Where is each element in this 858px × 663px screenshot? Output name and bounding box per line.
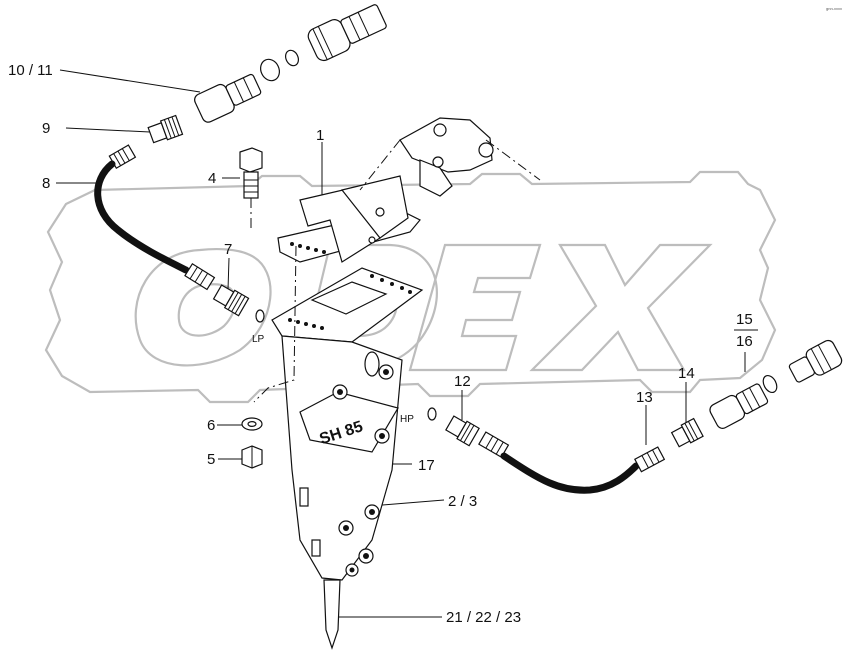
callout-10-11: 10 / 11: [8, 62, 53, 79]
fitting-12: [445, 415, 480, 447]
callout-8: 8: [42, 175, 50, 192]
chisel-tool: [323, 579, 341, 650]
fitting-14: [670, 417, 704, 448]
callout-labels: 10 / 11 9 8 4 1 7 6 5 12 13 14 15 16 17 …: [8, 62, 756, 626]
callout-14: 14: [678, 365, 695, 382]
washer-6: [241, 417, 263, 431]
nut-5: [241, 445, 263, 469]
quick-hitch: [359, 117, 541, 197]
fitting-7: [212, 284, 250, 317]
hp-port-label: HP: [400, 414, 414, 425]
lp-port-label: LP: [252, 334, 265, 345]
callout-17: 17: [418, 457, 435, 474]
callout-2-3: 2 / 3: [448, 493, 477, 510]
callout-13: 13: [636, 389, 653, 406]
callout-15: 15: [736, 311, 753, 328]
bracket-1: [277, 175, 421, 263]
fitting-9: [147, 114, 184, 144]
coupling-15-16: [709, 339, 843, 429]
callout-16: 16: [736, 333, 753, 350]
lp-o-ring: [255, 309, 265, 323]
corner-mark: gnn-xxxx: [826, 6, 842, 11]
callout-7: 7: [224, 241, 232, 258]
hose-8: [94, 144, 216, 291]
watermark: [44, 170, 777, 404]
callout-9: 9: [42, 120, 50, 137]
callout-5: 5: [207, 451, 215, 468]
callout-21-22-23: 21 / 22 / 23: [446, 609, 521, 626]
hp-o-ring: [427, 407, 437, 421]
breaker-body: SH 85: [253, 245, 424, 581]
callout-1: 1: [316, 127, 324, 144]
callout-4: 4: [208, 170, 216, 187]
leader-lines: [56, 69, 758, 618]
callout-6: 6: [207, 417, 215, 434]
top-coupling-assembly: [194, 4, 387, 123]
callout-12: 12: [454, 373, 471, 390]
bolt-4: [239, 147, 263, 230]
hose-13: [478, 431, 666, 494]
